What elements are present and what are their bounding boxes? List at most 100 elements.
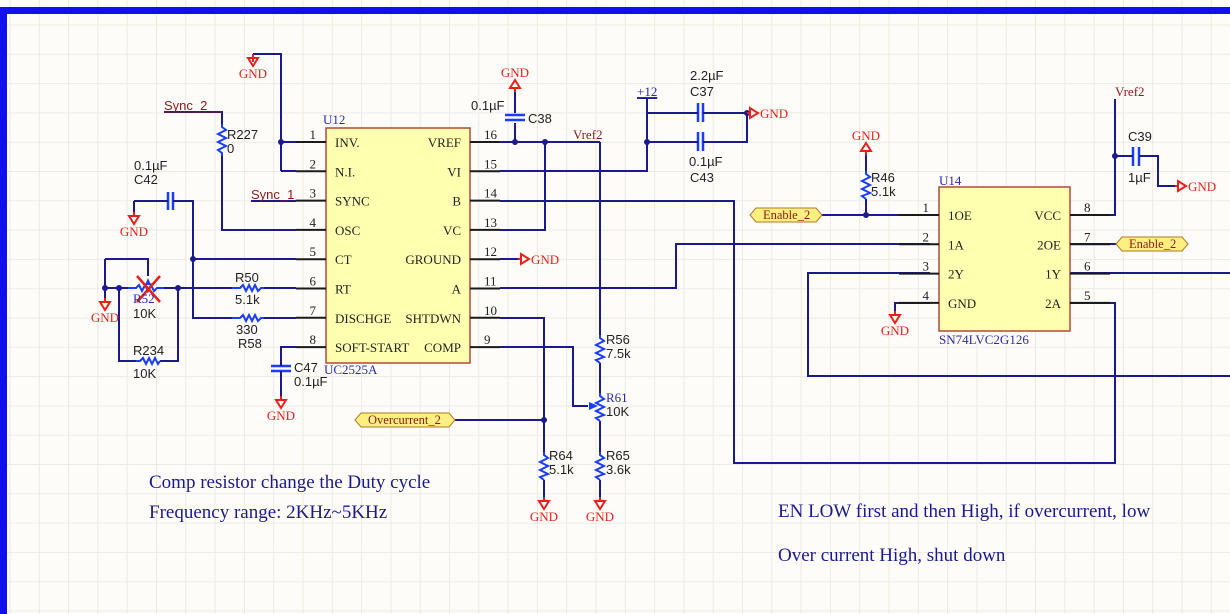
wiper-arrow-icon — [589, 402, 598, 410]
u12-pin-number: 15 — [484, 156, 497, 171]
c47-value: 0.1µF — [294, 374, 328, 389]
resistor-r65[interactable]: R65 3.6k — [593, 448, 631, 481]
capacitor-c37[interactable]: 2.2µF C37 — [690, 68, 724, 122]
junction-dot — [102, 285, 108, 291]
c43-value: 0.1µF — [689, 154, 723, 169]
ground-symbol: GND — [267, 396, 295, 423]
ground-label: GND — [881, 323, 909, 338]
annotations: Comp resistor change the Duty cycle Freq… — [149, 472, 1150, 566]
capacitor-c39[interactable]: C39 1µF — [1128, 129, 1152, 185]
ground-label: GND — [531, 252, 559, 267]
u12-pin-number: 10 — [484, 303, 497, 318]
u12-pin-name: OSC — [335, 223, 360, 238]
ground-label: GND — [530, 509, 558, 524]
ground-arrow-icon — [508, 78, 522, 89]
resistor-r58[interactable]: 330 R58 — [232, 312, 264, 351]
ground-label: GND — [852, 128, 880, 143]
c39-ref: C39 — [1128, 129, 1152, 144]
u12-pin-number: 13 — [484, 215, 497, 230]
r52-ref: R52 — [133, 291, 155, 306]
ground-symbol: GND — [1175, 179, 1216, 194]
u12-pin-number: 16 — [484, 127, 498, 142]
port-enable2-right[interactable]: Enable_2 — [1115, 236, 1189, 252]
u14-pin-number: 2 — [923, 229, 930, 244]
u14-pin-number: 8 — [1084, 200, 1091, 215]
note-frequency-range: Frequency range: 2KHz~5KHz — [149, 502, 387, 523]
u14-pin-number: 7 — [1084, 229, 1091, 244]
u12-pin-name: VREF — [428, 135, 461, 150]
r56-ref: R56 — [606, 332, 630, 347]
u14-pin-name: 2OE — [1037, 237, 1061, 252]
net-label-sync2: Sync_2 — [164, 98, 207, 113]
r64-ref: R64 — [549, 448, 573, 463]
u12-part-number: UC2525A — [324, 362, 378, 377]
ground-symbol: GND — [881, 311, 909, 338]
r65-ref: R65 — [606, 448, 630, 463]
u14-pin-name: 1Y — [1045, 267, 1062, 282]
u14-pin-name: VCC — [1034, 208, 1061, 223]
u14-pin-number: 1 — [923, 200, 930, 215]
u12-pin-name: GROUND — [405, 252, 461, 267]
r52-value: 10K — [133, 306, 156, 321]
resistor-r234[interactable]: R234 10K — [133, 343, 164, 381]
port-enable2-left-label: Enable_2 — [763, 208, 810, 222]
capacitor-c43[interactable]: 0.1µF C43 — [689, 132, 723, 185]
resistor-r50[interactable]: R50 5.1k — [232, 270, 264, 307]
ground-symbol: GND — [91, 298, 119, 325]
u14-designator: U14 — [939, 173, 962, 188]
u12-pin-number: 7 — [310, 303, 317, 318]
ground-symbol: GND — [120, 212, 148, 239]
c47-ref: C47 — [294, 360, 318, 375]
u12-pin-number: 6 — [310, 274, 317, 289]
ground-symbol: GND — [501, 65, 529, 92]
u12-pin-name: VC — [443, 223, 461, 238]
u14-pin-name: GND — [948, 296, 976, 311]
power-port-plus12: +12 — [637, 84, 657, 99]
u14-pin-number: 6 — [1084, 259, 1091, 274]
u14-chip: U14 SN74LVC2G126 11OE21A32Y4GND8VCC72OE6… — [899, 173, 1110, 347]
u14-pin-name: 2Y — [948, 267, 965, 282]
resistor-r56[interactable]: R56 7.5k — [593, 332, 631, 364]
potentiometer-r61[interactable]: R61 10K — [589, 390, 629, 422]
capacitor-c47[interactable]: C47 0.1µF — [271, 360, 328, 389]
ground-arrow-icon — [749, 106, 760, 120]
resistor-r64[interactable]: R64 5.1k — [537, 448, 574, 481]
u14-pin-name: 1OE — [948, 208, 972, 223]
note-overcurrent: Over current High, shut down — [778, 545, 1006, 566]
ground-symbol: GND — [530, 497, 558, 524]
capacitor-c38[interactable]: C38 0.1µF — [471, 98, 552, 126]
u12-pin-name: VI — [447, 164, 461, 179]
capacitor-c42[interactable]: 0.1µF C42 — [134, 158, 176, 210]
resistor-r227[interactable]: R227 0 — [215, 124, 258, 156]
net-label-vref2-u14: Vref2 — [1115, 84, 1145, 99]
ground-label: GND — [120, 224, 148, 239]
junction-dot — [644, 139, 650, 145]
u12-pin-name: RT — [335, 282, 351, 297]
r58-ref: R58 — [238, 336, 262, 351]
ground-symbol: GND — [852, 128, 880, 155]
ground-arrow-icon — [520, 252, 531, 266]
u12-pin-name: DISCHGE — [335, 311, 391, 326]
wiper-arrow-icon — [145, 278, 151, 285]
r227-value: 0 — [227, 141, 234, 156]
r61-ref: R61 — [606, 390, 628, 405]
ground-symbol: GND — [518, 252, 559, 267]
c38-value: 0.1µF — [471, 98, 505, 113]
ground-symbol: GND — [586, 497, 614, 524]
junction-dot — [116, 285, 122, 291]
junction-dot — [542, 139, 548, 145]
port-overcurrent2[interactable]: Overcurrent_2 — [354, 412, 456, 428]
potentiometer-r52-removed[interactable]: R52 10K — [128, 275, 164, 321]
net-label-vref2: Vref2 — [573, 127, 603, 142]
junction-dot — [541, 417, 547, 423]
u12-body — [325, 127, 471, 364]
u12-pin-number: 3 — [310, 186, 317, 201]
net-label-sync1: Sync_1 — [251, 187, 294, 202]
resistor-r46[interactable]: R46 5.1k — [859, 170, 896, 200]
u14-pin-number: 4 — [923, 288, 930, 303]
u12-pin-number: 8 — [310, 332, 317, 347]
u12-designator: U12 — [323, 112, 345, 127]
port-enable2-left[interactable]: Enable_2 — [749, 207, 823, 223]
